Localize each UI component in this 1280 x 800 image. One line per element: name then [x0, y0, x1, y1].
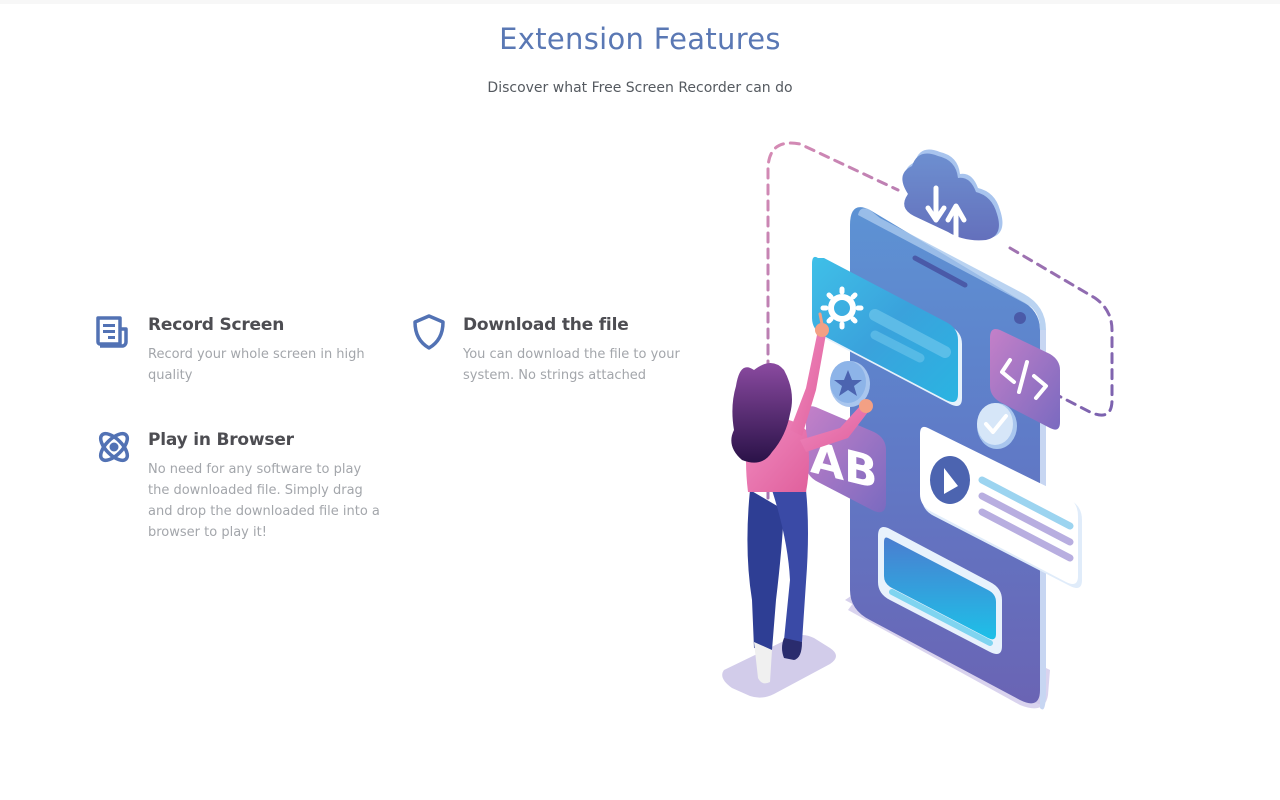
feature-title: Play in Browser — [148, 430, 294, 450]
feature-title: Download the file — [463, 315, 629, 335]
code-icon — [1000, 358, 1048, 400]
hero-illustration: AB — [710, 130, 1130, 720]
feature-title: Record Screen — [148, 315, 285, 335]
page-subtitle: Discover what Free Screen Recorder can d… — [487, 80, 793, 96]
feature-description: You can download the file to your system… — [463, 347, 680, 383]
feature-download-file: Download the file You can download the f… — [409, 312, 695, 386]
feature-record-screen: Record Screen Record your whole screen i… — [94, 312, 380, 386]
section-header: Extension Features Discover what Free Sc… — [0, 18, 1280, 98]
gear-icon — [820, 286, 864, 330]
feature-play-in-browser: Play in Browser No need for any software… — [94, 427, 380, 543]
atom-icon — [94, 427, 134, 467]
cloud-sync-icon — [902, 149, 1003, 241]
feature-description: No need for any software to play the dow… — [148, 462, 380, 540]
feature-description: Record your whole screen in high quality — [148, 347, 365, 383]
shield-icon — [409, 312, 449, 352]
top-border — [0, 0, 1280, 4]
page-title: Extension Features — [499, 22, 781, 56]
newspaper-icon — [94, 312, 134, 352]
